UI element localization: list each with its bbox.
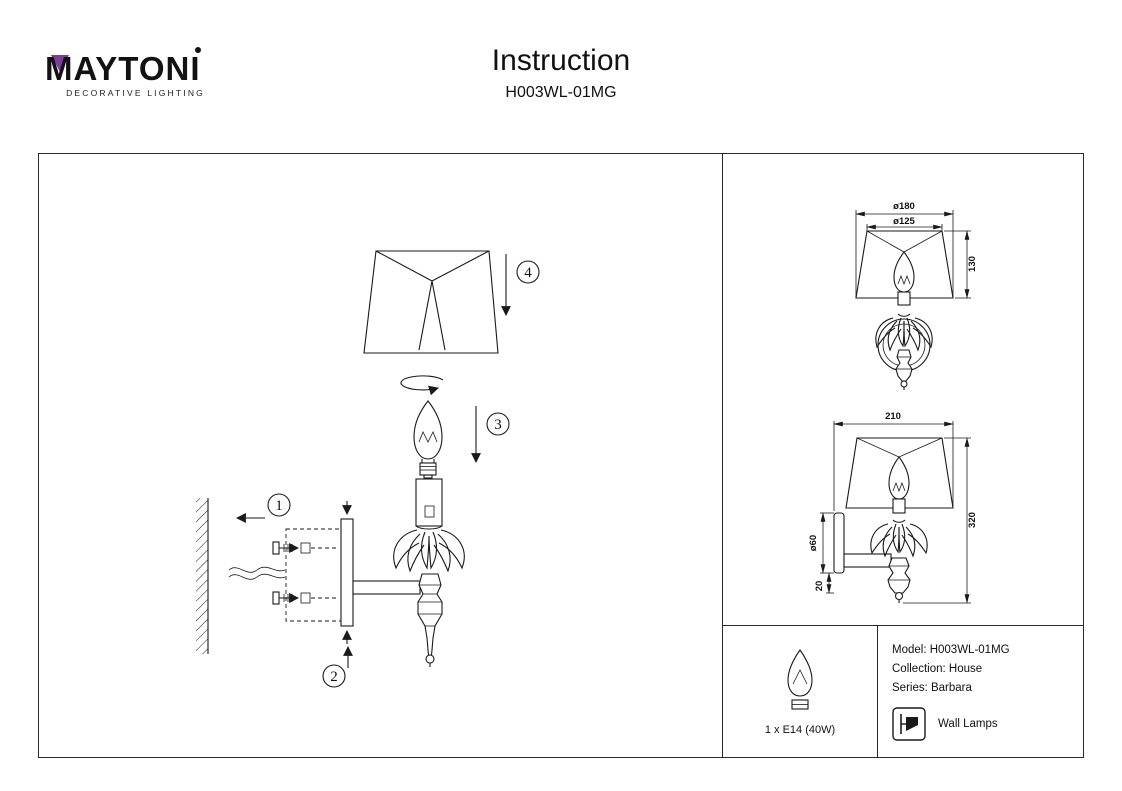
category-label: Wall Lamps [938,718,998,730]
dim-shade-height: 130 [967,256,978,272]
step-1-number: 1 [275,498,283,514]
wall [196,498,209,654]
dim-total-height: 320 [967,512,978,528]
bulb-spec-cell: 1 x E14 (40W) [723,626,878,757]
step-3-number: 3 [494,417,502,433]
arm [352,580,421,595]
step-1-marker: 1 [236,493,291,523]
bulb [413,400,443,479]
mounting-bracket [228,528,343,622]
spec-model: Model: H003WL-01MG [892,644,1010,656]
spec-panel: 1 x E14 (40W) Model: H003WL-01MG Collect… [723,626,1083,757]
screw-bottom [272,591,338,605]
rotation-arrow-icon [400,375,444,396]
spec-collection: Collection: House [892,663,983,675]
model-number: H003WL-01MG [505,84,617,101]
brand-logo: MAYTONI DECORATIVE LIGHTING [45,47,215,98]
wall-lamp-icon [892,707,926,741]
side-view-drawing: 210 ø60 20 [808,411,978,604]
logo-wordmark: MAYTONI [45,47,215,87]
step-4-number: 4 [524,265,532,281]
dim-depth: 210 [885,411,901,422]
step-3-marker: 3 [471,406,510,463]
step-2-marker: 2 [322,646,353,688]
step-4-marker: 4 [501,254,540,316]
dim-plate-diameter: ø60 [808,535,819,551]
front-view-drawing: ø180 ø125 130 [855,201,978,390]
assembly-panel: 4 3 [39,154,723,757]
stem [417,573,443,667]
dim-inner-diameter: ø125 [893,216,915,227]
assembly-diagram: 4 3 [196,250,540,688]
category-row: Wall Lamps [892,707,1083,741]
backplate [340,501,354,644]
screw-top [272,541,338,555]
lamp-body [393,478,465,667]
wires [228,566,286,580]
leaf-crown [393,525,465,573]
logo-text: MAYTONI [45,50,201,87]
dimensions-panel: ø180 ø125 130 [723,154,1083,626]
title-block: Instruction H003WL-01MG [0,44,1122,102]
dimension-drawings: ø180 ø125 130 [808,201,978,604]
step-2-number: 2 [330,669,338,685]
logo-tagline: DECORATIVE LIGHTING [66,88,205,98]
main-frame: 4 3 [38,153,1084,758]
dim-outer-diameter: ø180 [893,201,915,212]
lampshade [363,250,499,354]
bulb-icon [787,649,813,710]
bulb-spec-label: 1 x E14 (40W) [764,724,836,736]
dim-plate-offset: 20 [814,581,825,592]
product-info-cell: Model: H003WL-01MG Collection: House Ser… [878,626,1083,757]
logo-dot-icon [195,47,201,53]
page-title: Instruction [491,44,631,77]
spec-series: Series: Barbara [892,682,972,694]
